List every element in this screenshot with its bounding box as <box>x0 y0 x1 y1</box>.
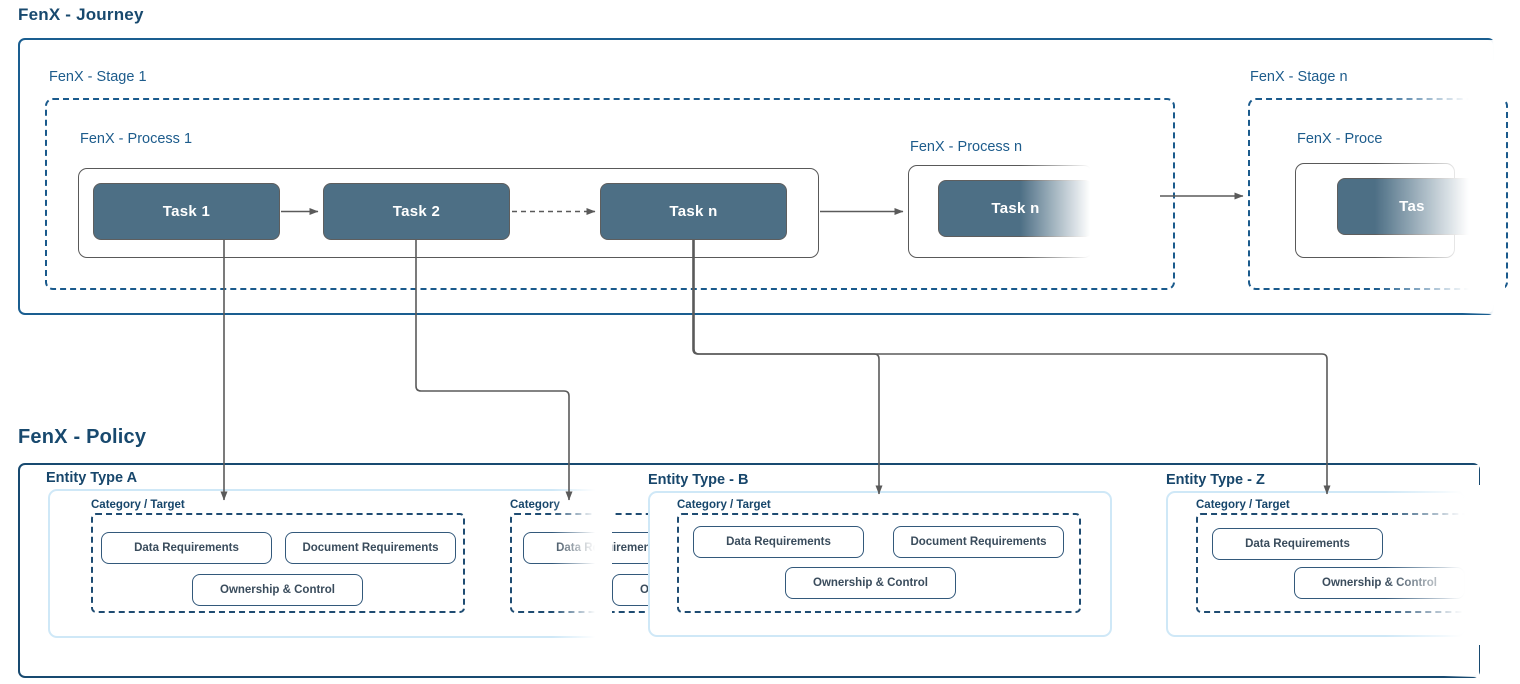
requirement-ownership-entity-z[interactable]: Ownership & Control <box>1294 567 1465 599</box>
stage-1-container <box>45 98 1175 290</box>
stage-n-label: FenX - Stage n <box>1250 69 1348 85</box>
task-box-process-n-task-n[interactable]: Task n <box>938 180 1093 237</box>
entity-b-category-label: Category / Target <box>677 499 771 511</box>
requirement-data-entity-z[interactable]: Data Requirements <box>1212 528 1383 560</box>
requirement-data-entity-a-cat-1[interactable]: Data Requirements <box>101 532 272 564</box>
requirement-ownership-entity-a-cat-1[interactable]: Ownership & Control <box>192 574 363 606</box>
entity-a-category-2-label: Category <box>510 499 560 511</box>
entity-z-category-label: Category / Target <box>1196 499 1290 511</box>
task-box-task-n[interactable]: Task n <box>600 183 787 240</box>
requirement-document-entity-b[interactable]: Document Requirements <box>893 526 1064 558</box>
policy-section-title: FenX - Policy <box>18 426 147 448</box>
stage-n-process-label: FenX - Proce <box>1297 131 1383 147</box>
entity-type-a-label: Entity Type A <box>46 470 138 486</box>
requirement-data-entity-b[interactable]: Data Requirements <box>693 526 864 558</box>
requirement-document-entity-a-cat-1[interactable]: Document Requirements <box>285 532 456 564</box>
stage-1-label: FenX - Stage 1 <box>49 69 147 85</box>
task-box-stage-n-task[interactable]: Tas <box>1337 178 1487 235</box>
process-1-label: FenX - Process 1 <box>80 131 193 147</box>
process-n-label: FenX - Process n <box>910 139 1023 155</box>
entity-type-z-label: Entity Type - Z <box>1166 472 1265 488</box>
entity-b-category-container <box>677 513 1081 613</box>
task-box-task-1[interactable]: Task 1 <box>93 183 280 240</box>
entity-type-b-label: Entity Type - B <box>648 472 749 488</box>
requirement-ownership-entity-b[interactable]: Ownership & Control <box>785 567 956 599</box>
entity-a-category-1-container <box>91 513 465 613</box>
journey-section-title: FenX - Journey <box>18 5 144 24</box>
entity-a-category-1-label: Category / Target <box>91 499 185 511</box>
task-box-task-2[interactable]: Task 2 <box>323 183 510 240</box>
